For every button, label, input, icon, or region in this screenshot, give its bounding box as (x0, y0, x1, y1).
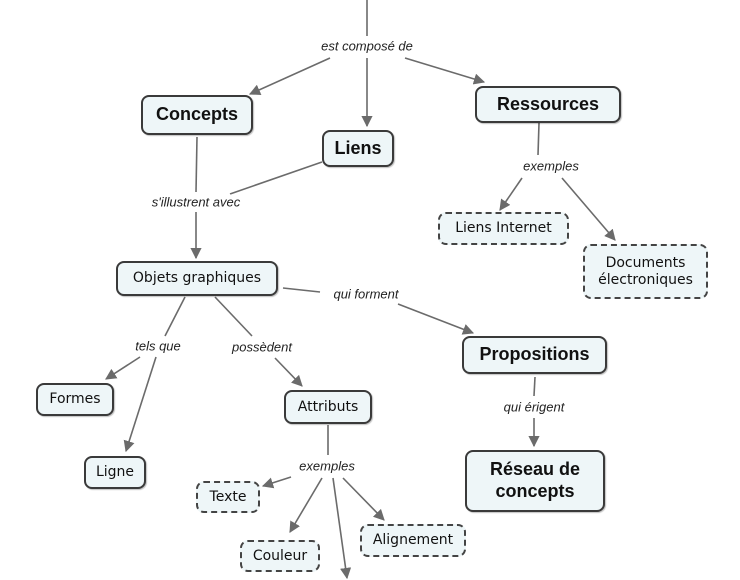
node-attributs[interactable]: Attributs (284, 390, 372, 424)
link-concepts-illustrent (195, 136, 198, 193)
node-propositions[interactable]: Propositions (462, 336, 607, 374)
link-label-s-illustrent-avec: s'illustrent avec (149, 194, 243, 210)
arrow-to-ressources (404, 57, 486, 85)
arrow-to-alignement (342, 477, 385, 521)
node-liens[interactable]: Liens (322, 130, 394, 167)
arrow-to-concepts (248, 57, 331, 95)
arrow-to-documents (561, 177, 616, 241)
link-ressources-exemples (537, 122, 540, 156)
link-label-est-compose-de: est composé de (319, 38, 415, 54)
node-reseau-de-concepts[interactable]: Réseau de concepts (465, 450, 605, 512)
arrow-to-formes (105, 356, 141, 380)
arrow-to-attributs (274, 357, 303, 387)
link-label-exemples-ressources: exemples (521, 158, 581, 174)
node-liens-internet[interactable]: Liens Internet (438, 212, 569, 245)
link-propositions-erigent (533, 376, 536, 397)
arrow-to-ligne (123, 356, 157, 453)
node-objets-graphiques[interactable]: Objets graphiques (116, 261, 278, 296)
link-label-possedent: possèdent (230, 339, 294, 355)
node-ligne[interactable]: Ligne (84, 456, 146, 489)
node-alignement[interactable]: Alignement (360, 524, 466, 557)
arrow-to-liens-internet (499, 177, 523, 211)
link-label-exemples-attributs: exemples (297, 458, 357, 474)
link-objets-forment (282, 287, 321, 293)
link-objets-tels-que (164, 296, 186, 337)
arrow-to-texte (261, 476, 292, 489)
node-documents-electroniques[interactable]: Documents électroniques (583, 244, 708, 299)
link-label-tels-que: tels que (133, 338, 183, 354)
node-ressources[interactable]: Ressources (475, 86, 621, 123)
link-label-qui-forment: qui forment (331, 286, 401, 302)
node-couleur[interactable]: Couleur (240, 540, 320, 572)
arrow-to-couleur (289, 477, 323, 533)
link-objets-possedent (214, 296, 253, 337)
arrow-to-propositions (397, 303, 475, 335)
node-formes[interactable]: Formes (36, 383, 114, 416)
arrow-to-hidden (332, 477, 352, 580)
node-concepts[interactable]: Concepts (141, 95, 253, 135)
link-label-qui-erigent: qui érigent (501, 399, 567, 415)
node-texte[interactable]: Texte (196, 481, 260, 513)
link-liens-illustrent (229, 161, 323, 195)
